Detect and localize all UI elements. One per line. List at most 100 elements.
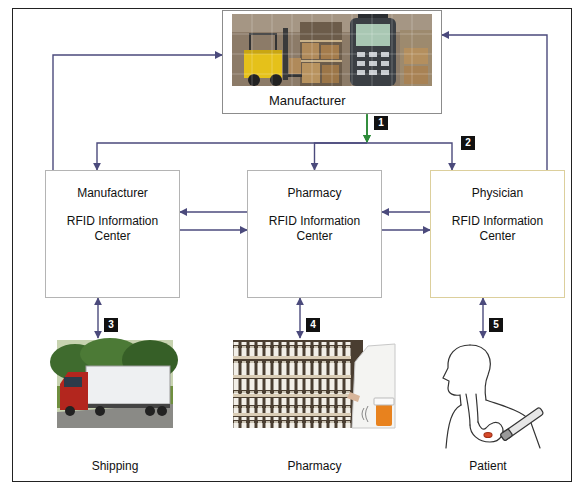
node-title: Shipping bbox=[55, 459, 175, 474]
connector-line bbox=[53, 55, 222, 170]
warehouse-photo-part-part bbox=[292, 14, 293, 86]
pharmacy-photo-part bbox=[233, 413, 351, 416]
connector-line bbox=[366, 114, 367, 142]
warehouse-photo-part-part bbox=[272, 14, 273, 86]
patient-drawing-part-part bbox=[500, 429, 513, 441]
pharmacy-photo bbox=[233, 340, 395, 428]
warehouse-photo-part-part bbox=[357, 61, 365, 66]
flow-arrow bbox=[442, 35, 547, 170]
warehouse-photo bbox=[232, 14, 432, 86]
warehouse-photo-part-part bbox=[412, 14, 413, 86]
truck-photo-part bbox=[65, 406, 75, 416]
node-title: Manufacturer bbox=[53, 186, 172, 201]
flow-arrow bbox=[300, 298, 301, 338]
warehouse-photo-part-part bbox=[352, 14, 353, 86]
warehouse-photo-part bbox=[289, 58, 301, 74]
callout-number: 3 bbox=[104, 318, 118, 332]
pharmacy-photo-part bbox=[233, 394, 351, 397]
warehouse-photo-part bbox=[300, 60, 342, 62]
pharmacy-photo-part bbox=[233, 356, 351, 359]
pharmacy-picture: Pharmacy bbox=[232, 338, 397, 478]
node-body: RFID Information Center bbox=[438, 214, 557, 244]
warehouse-photo-part bbox=[244, 50, 282, 54]
warehouse-photo-part-part bbox=[372, 14, 373, 86]
truck-photo-part bbox=[95, 406, 105, 416]
flow-arrow bbox=[382, 230, 430, 231]
connector-line bbox=[366, 114, 367, 142]
connector-line bbox=[442, 35, 547, 170]
pharmacy-photo-part bbox=[233, 379, 351, 394]
patient-drawing-part bbox=[466, 394, 470, 425]
pharmacy-photo-part bbox=[366, 406, 369, 422]
node-title: Manufacturer bbox=[269, 93, 435, 109]
page-frame bbox=[13, 9, 572, 482]
patient-drawing bbox=[443, 345, 544, 448]
node-body: RFID Information Center bbox=[255, 214, 374, 244]
node-title: Physician bbox=[438, 186, 557, 201]
node-body: RFID Information Center bbox=[53, 214, 172, 244]
connector-line bbox=[97, 298, 98, 338]
pharmacy-photo-part bbox=[376, 404, 392, 426]
node-title: Pharmacy bbox=[232, 459, 397, 474]
truck-photo-part bbox=[145, 406, 155, 416]
flow-arrow bbox=[315, 114, 368, 170]
patient-drawing-part bbox=[500, 407, 544, 441]
warehouse-photo-part-part bbox=[381, 61, 389, 66]
connector-line bbox=[180, 229, 247, 230]
warehouse-photo-part bbox=[321, 45, 339, 59]
patient-drawing-part bbox=[470, 345, 490, 400]
truck-photo bbox=[50, 338, 178, 428]
flow-arrow bbox=[382, 212, 430, 213]
node-title: Patient bbox=[418, 459, 558, 474]
connector-line bbox=[315, 143, 368, 170]
warehouse-photo-part-part bbox=[232, 34, 432, 35]
warehouse-photo-part-part bbox=[312, 14, 313, 86]
flow-arrow bbox=[97, 114, 367, 170]
pharmacy-photo-part bbox=[233, 342, 351, 356]
info-center-box: PhysicianRFID Information Center bbox=[430, 170, 565, 298]
pharmacy-photo-part bbox=[352, 344, 395, 428]
patient-drawing-part bbox=[446, 405, 461, 448]
flow-arrow bbox=[53, 55, 222, 170]
truck-photo-part bbox=[64, 377, 82, 387]
page-frame-part bbox=[13, 9, 572, 482]
patient-picture: Patient bbox=[418, 338, 558, 478]
warehouse-photo-part bbox=[302, 43, 319, 59]
connector-line bbox=[180, 211, 247, 212]
warehouse-photo-part-part bbox=[332, 14, 333, 86]
patient-drawing-part-part bbox=[500, 407, 544, 441]
info-center-box: PharmacyRFID Information Center bbox=[247, 170, 382, 298]
pharmacy-photo-part bbox=[362, 408, 364, 420]
patient-drawing-part bbox=[476, 394, 478, 422]
warehouse-photo-part bbox=[350, 18, 396, 86]
truck-photo-part bbox=[86, 366, 170, 404]
warehouse-photo-part bbox=[357, 52, 389, 75]
connector-line bbox=[97, 143, 367, 170]
warehouse-photo-part bbox=[302, 63, 320, 83]
warehouse-photo-part bbox=[232, 14, 432, 86]
warehouse-photo-part bbox=[404, 48, 428, 64]
connector-line bbox=[299, 298, 300, 338]
callout-number: 5 bbox=[489, 318, 503, 332]
callout-number: 4 bbox=[306, 318, 320, 332]
connector-line bbox=[366, 114, 367, 142]
pharmacy-photo-part bbox=[233, 417, 351, 428]
truck-photo-part bbox=[60, 372, 88, 410]
manufacturer-picture-box: Manufacturer bbox=[222, 10, 442, 114]
warehouse-photo-part bbox=[232, 14, 432, 86]
node-title: Pharmacy bbox=[255, 186, 374, 201]
flow-arrow bbox=[367, 114, 452, 170]
pharmacy-photo-part bbox=[233, 340, 363, 428]
flow-arrow bbox=[483, 298, 484, 338]
warehouse-photo-part bbox=[356, 24, 390, 46]
connector-line bbox=[382, 211, 430, 212]
flow-arrow bbox=[180, 212, 247, 213]
warehouse-photo-part bbox=[300, 40, 342, 42]
info-center-box: ManufacturerRFID Information Center bbox=[45, 170, 180, 298]
pharmacy-photo-part bbox=[233, 398, 351, 413]
warehouse-photo-part bbox=[248, 74, 260, 86]
warehouse-photo-part-part bbox=[369, 61, 377, 66]
warehouse-photo-part-part bbox=[392, 14, 393, 86]
connector-line bbox=[482, 298, 483, 338]
